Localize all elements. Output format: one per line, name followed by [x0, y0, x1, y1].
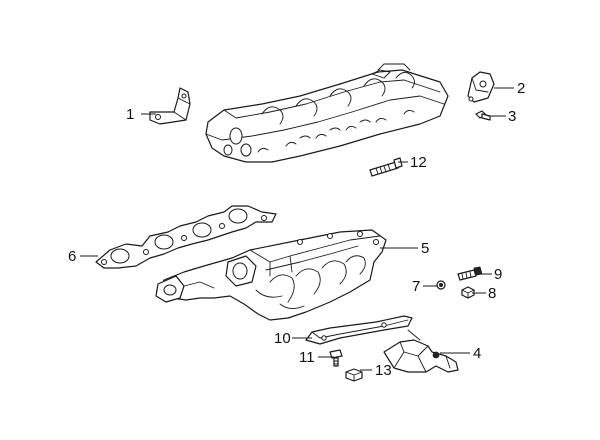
bracket — [149, 87, 191, 125]
callout-8: 8 — [488, 285, 496, 302]
callout-10: 10 — [274, 330, 291, 347]
washer-7 — [436, 280, 446, 290]
bolt-11 — [329, 349, 343, 367]
callout-13: 13 — [375, 362, 392, 379]
stud-12 — [369, 157, 403, 177]
bolt-3 — [475, 110, 491, 121]
bolt-9 — [457, 266, 483, 281]
callout-1: 1 — [126, 106, 134, 123]
callout-4: 4 — [473, 345, 481, 362]
nut-8 — [461, 286, 475, 299]
nut-13 — [345, 368, 363, 382]
callout-7: 7 — [412, 278, 420, 295]
throttle-fitting — [383, 329, 459, 373]
intake-manifold — [155, 229, 387, 321]
callout-9: 9 — [494, 266, 502, 283]
leader-lines — [80, 87, 514, 371]
callout-labels: 1 2 3 4 5 6 7 8 9 10 11 12 13 — [68, 80, 525, 379]
cylinder-head — [205, 63, 449, 163]
callout-12: 12 — [410, 154, 427, 171]
callout-6: 6 — [68, 248, 76, 265]
callout-11: 11 — [299, 349, 315, 366]
manifold-gasket — [95, 205, 277, 269]
callout-5: 5 — [421, 240, 429, 257]
lifting-hook — [467, 71, 495, 103]
callout-3: 3 — [508, 108, 516, 125]
support-bracket — [305, 315, 413, 345]
callout-2: 2 — [517, 80, 525, 97]
